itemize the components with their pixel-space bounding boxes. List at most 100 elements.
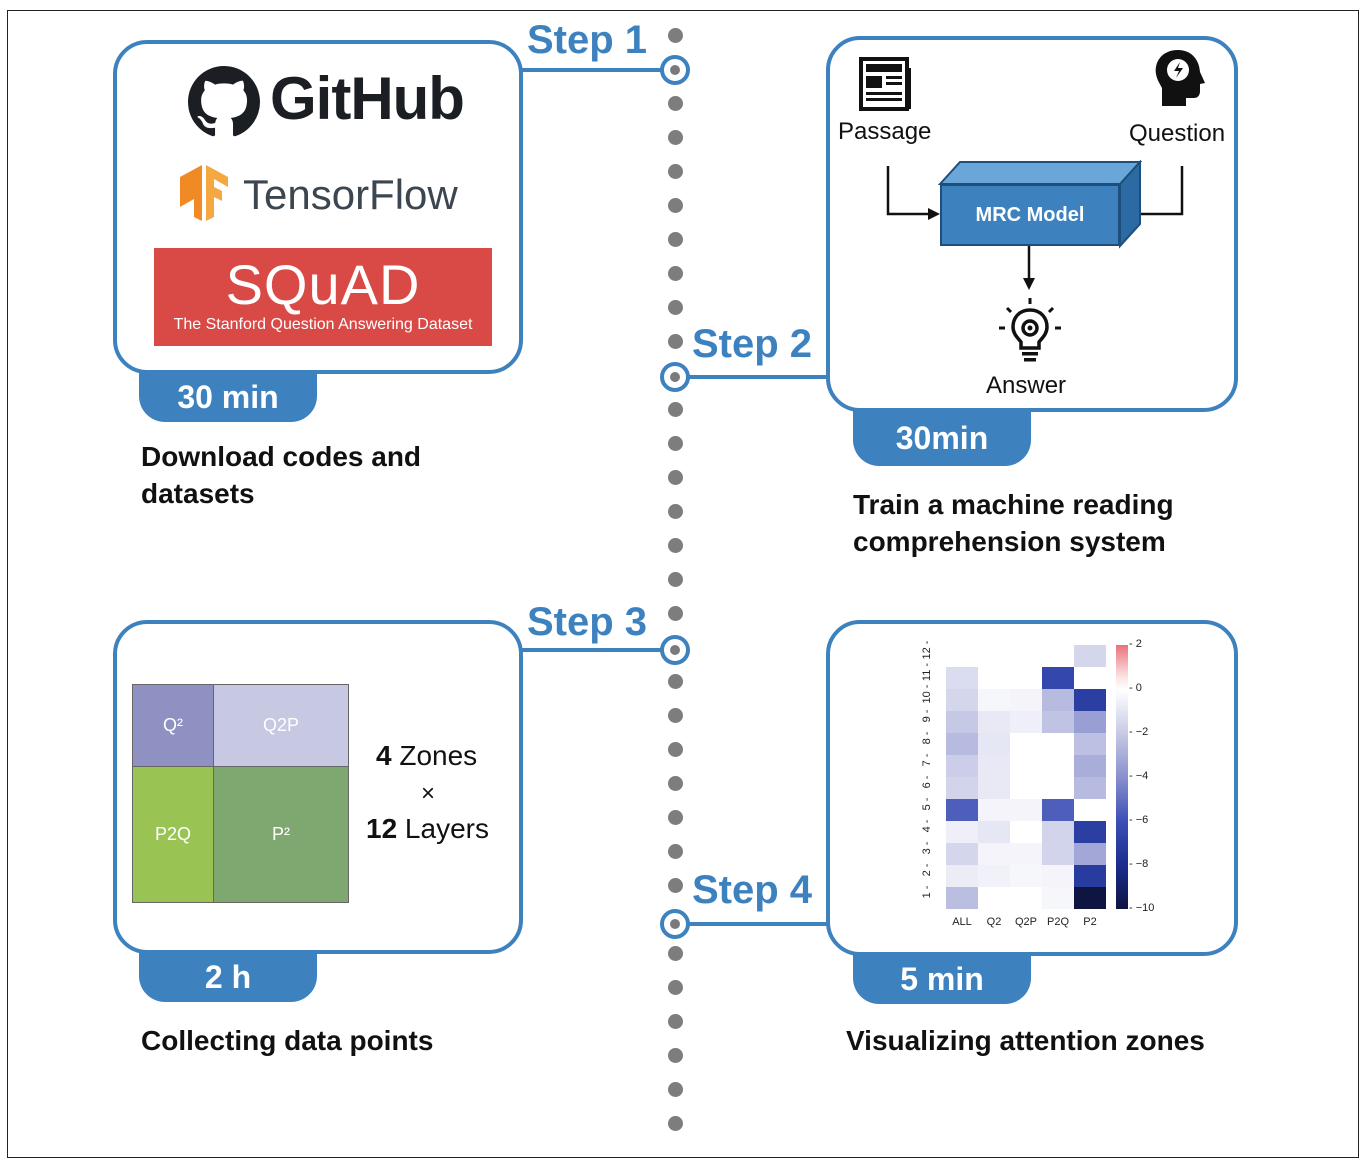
tensorflow-wordmark: TensorFlow: [243, 171, 458, 218]
heatmap-cell: [946, 667, 978, 689]
timeline-dot: [668, 572, 683, 587]
heatmap-colorbar-tick: - 0: [1129, 682, 1142, 694]
github-wordmark: GitHub: [270, 65, 465, 132]
heatmap-cell: [946, 711, 978, 733]
heatmap-y-tick: 4 -: [921, 819, 933, 833]
heatmap-cell: [1074, 843, 1106, 865]
heatmap-cell: [978, 777, 1010, 799]
step2-time-badge: 30min: [853, 410, 1031, 466]
heatmap-y-tick: 2 -: [921, 863, 933, 877]
step3-label: Step 3: [527, 600, 648, 644]
step1-caption-line1: Download codes and: [141, 441, 422, 472]
heatmap-cell: [1042, 711, 1074, 733]
zone-q2: Q²: [132, 684, 214, 767]
heatmap-colorbar-tick: - −6: [1129, 814, 1149, 826]
heatmap-cell: [1042, 777, 1074, 799]
step1-label: Step 1: [527, 18, 648, 62]
heatmap-cell: [946, 865, 978, 887]
heatmap-cell: [1074, 865, 1106, 887]
heatmap-cell: [1042, 821, 1074, 843]
heatmap-y-tick: 11 -: [921, 662, 933, 682]
step1-time-badge: 30 min: [139, 372, 317, 422]
step3-time-badge: 2 h: [139, 952, 317, 1002]
step4-connector: [688, 922, 828, 926]
timeline-dot: [668, 742, 683, 757]
heatmap-x-tick: Q2P: [1014, 916, 1037, 928]
heatmap-cell: [1010, 755, 1042, 777]
heatmap-cell: [978, 843, 1010, 865]
zones-count-text: 4 Zones: [376, 740, 477, 772]
heatmap-cell: [946, 799, 978, 821]
heatmap-cell: [1010, 821, 1042, 843]
step1-caption: Download codes and datasets: [141, 438, 421, 512]
heatmap-cell: [1042, 733, 1074, 755]
heatmap-cell: [978, 821, 1010, 843]
heatmap-cell: [1042, 799, 1074, 821]
heatmap-grid: [946, 645, 1106, 909]
timeline-dot: [668, 810, 683, 825]
step1-node: [660, 55, 690, 85]
layers-count-text: 12 Layers: [366, 813, 489, 845]
heatmap-cell: [1042, 887, 1074, 909]
heatmap-colorbar-tick: - −4: [1129, 770, 1149, 782]
heatmap-cell: [1010, 711, 1042, 733]
heatmap-colorbar-tick: - −10: [1129, 902, 1155, 914]
step4-caption: Visualizing attention zones: [846, 1025, 1205, 1056]
figure-frame: [7, 10, 1359, 1158]
squad-logo: SQuAD The Stanford Question Answering Da…: [154, 248, 492, 346]
question-label: Question: [1129, 120, 1226, 147]
heatmap-x-tick: P2: [1083, 916, 1097, 928]
step1-connector: [521, 68, 661, 72]
heatmap-cell: [978, 689, 1010, 711]
heatmap-cell: [1010, 733, 1042, 755]
github-logo: GitHub: [188, 64, 488, 140]
heatmap-y-tick: 6 -: [921, 775, 933, 789]
timeline-dot: [668, 844, 683, 859]
timeline-dot: [668, 878, 683, 893]
heatmap-cell: [1074, 645, 1106, 667]
step2-caption-line2: comprehension system: [853, 526, 1166, 557]
mrc-model-box-3d: [938, 160, 1143, 249]
timeline-dot: [668, 538, 683, 553]
timeline-dot: [668, 1048, 683, 1063]
heatmap-cell: [1010, 667, 1042, 689]
timeline-dot: [668, 232, 683, 247]
heatmap-cell: [946, 821, 978, 843]
timeline-dot: [668, 334, 683, 349]
heatmap-cell: [978, 733, 1010, 755]
timeline-dot: [668, 96, 683, 111]
heatmap-cell: [1042, 865, 1074, 887]
timeline-dot: [668, 1116, 683, 1131]
heatmap-cell: [1042, 645, 1074, 667]
zones-count: 4: [376, 740, 392, 771]
heatmap-cell: [1010, 865, 1042, 887]
tensorflow-logo: TensorFlow: [178, 165, 478, 223]
timeline-dot: [668, 28, 683, 43]
zone-p2: P²: [213, 766, 349, 903]
heatmap-cell: [978, 645, 1010, 667]
timeline-dot: [668, 776, 683, 791]
step3-connector: [521, 648, 661, 652]
heatmap-cell: [1074, 755, 1106, 777]
heatmap-cell: [1042, 667, 1074, 689]
heatmap-cell: [946, 777, 978, 799]
timeline-dot: [668, 708, 683, 723]
answer-bulb-icon: [999, 298, 1061, 362]
mrc-model-box: MRC Model: [940, 184, 1120, 246]
heatmap-cell: [1010, 843, 1042, 865]
github-octocat-icon: [188, 66, 260, 137]
timeline-dot: [668, 300, 683, 315]
timeline-dot: [668, 946, 683, 961]
step4-node: [660, 909, 690, 939]
heatmap-y-tick: 3 -: [921, 841, 933, 855]
heatmap-cell: [1074, 887, 1106, 909]
step1-caption-line2: datasets: [141, 478, 255, 509]
timeline-dot: [668, 198, 683, 213]
heatmap-cell: [978, 711, 1010, 733]
zone-p2q: P2Q: [132, 766, 214, 903]
tensorflow-icon: [180, 165, 228, 221]
step2-connector: [688, 375, 828, 379]
passage-label: Passage: [838, 118, 932, 145]
step2-label: Step 2: [692, 322, 813, 366]
timeline-dot: [668, 1014, 683, 1029]
